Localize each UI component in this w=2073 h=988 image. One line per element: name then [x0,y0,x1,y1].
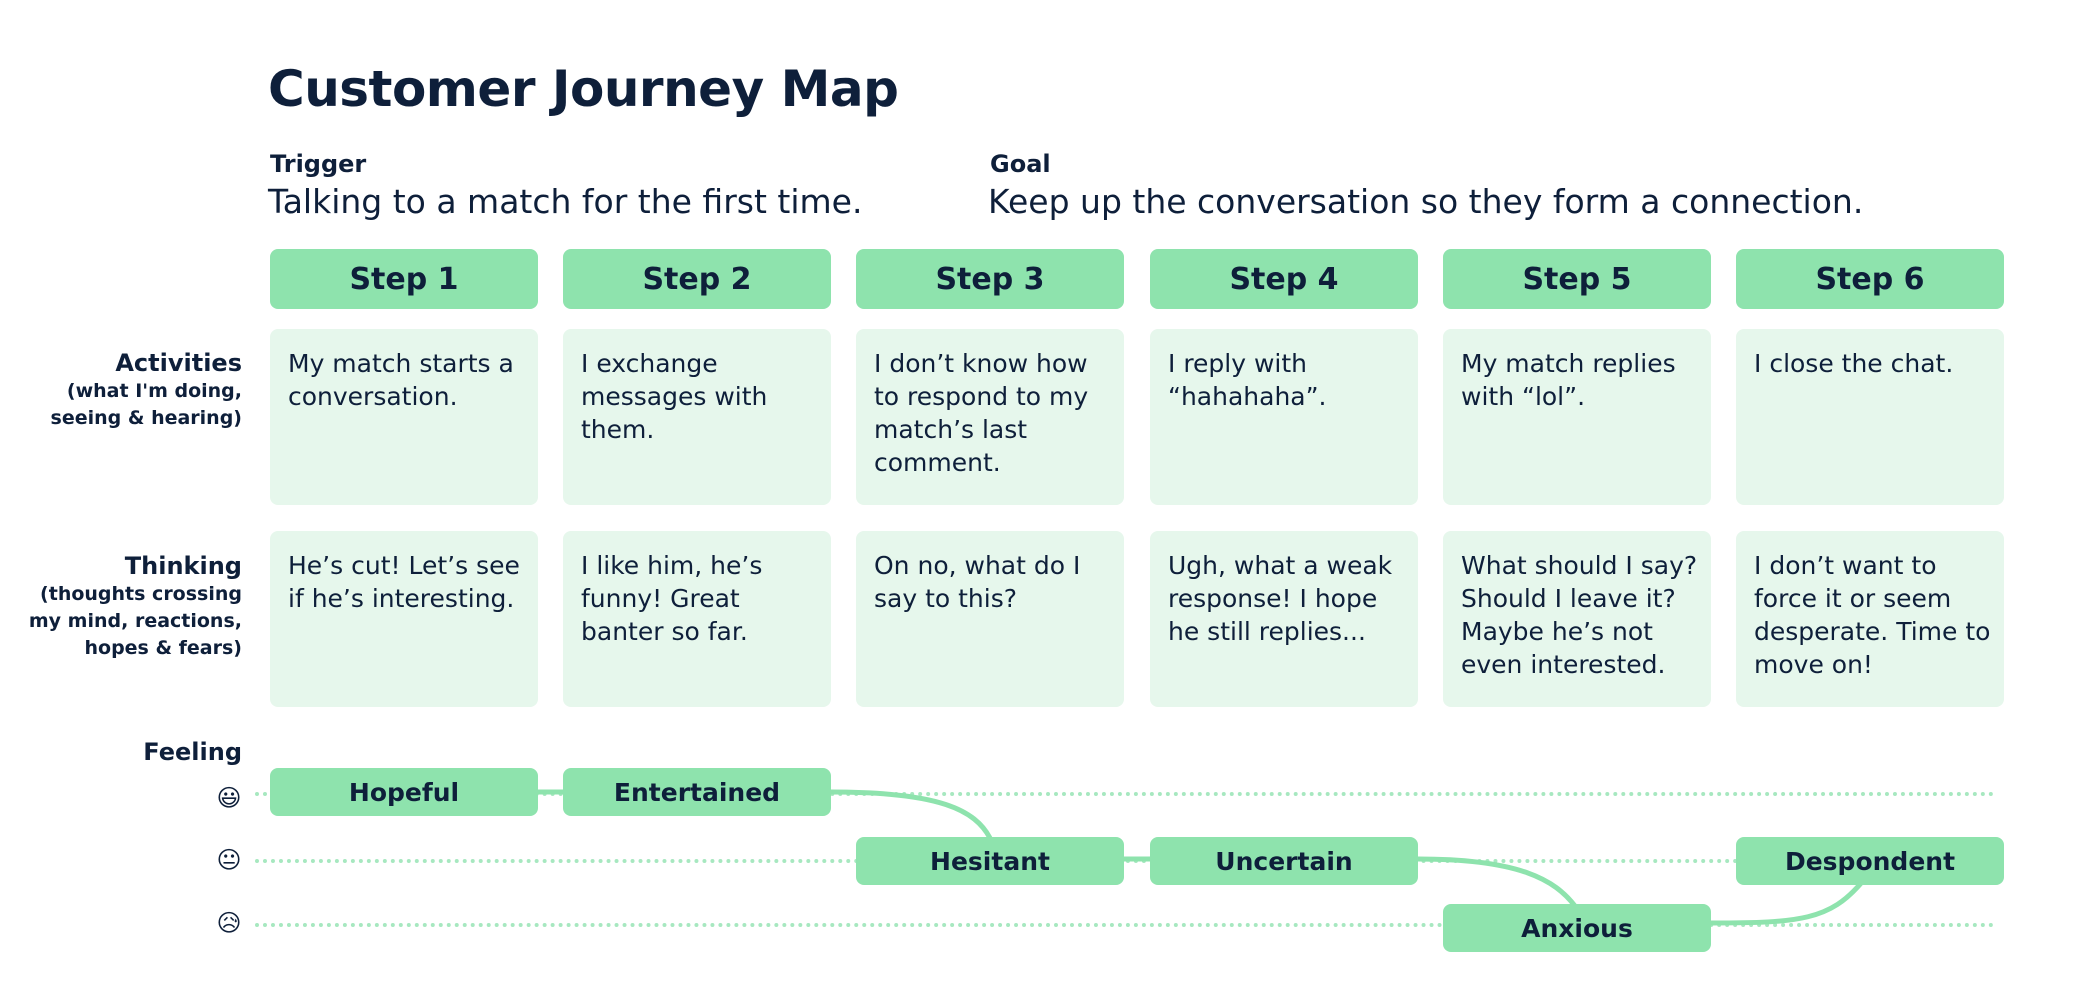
step-3-header: Step 3 [856,249,1124,309]
feeling-row-label: Feeling [143,737,242,767]
feeling-level-guide-1 [255,792,1995,796]
thinking-heading: Thinking [124,552,242,580]
step-1-header: Step 1 [270,249,538,309]
thinking-cell-5: What should I say? Should I leave it? Ma… [1443,531,1711,707]
activity-cell-5: My match replies with “lol”. [1443,329,1711,505]
activity-cell-1: My match starts a conversation. [270,329,538,505]
grinning-face-icon: 😃 [216,784,242,812]
thinking-cell-6: I don’t want to force it or seem despera… [1736,531,2004,707]
sad-sweat-face-icon: 😥 [216,909,242,937]
activities-sub-1: (what I'm doing, [66,380,242,402]
trigger-label: Trigger [270,150,367,178]
step-4-header: Step 4 [1150,249,1418,309]
neutral-face-icon: 😐 [216,846,242,874]
feeling-heading: Feeling [143,738,242,766]
goal-label: Goal [990,150,1051,178]
activity-cell-3: I don’t know how to respond to my match’… [856,329,1124,505]
activities-row-label: Activities (what I'm doing, seeing & hea… [51,348,242,432]
step-6-header: Step 6 [1736,249,2004,309]
activities-heading: Activities [115,349,242,377]
step-5-header: Step 5 [1443,249,1711,309]
activity-cell-4: I reply with “hahahaha”. [1150,329,1418,505]
goal-text: Keep up the conversation so they form a … [988,182,1864,221]
connector-5-6 [1710,880,1864,926]
page-title: Customer Journey Map [268,60,899,118]
feeling-entertained: Entertained [563,768,831,816]
feeling-hesitant: Hesitant [856,837,1124,885]
feeling-level-guide-3 [255,923,1995,927]
thinking-cell-4: Ugh, what a weak response! I hope he sti… [1150,531,1418,707]
connector-4-5 [1417,856,1577,908]
thinking-cell-1: He’s cut! Let’s see if he’s interesting. [270,531,538,707]
step-2-header: Step 2 [563,249,831,309]
activity-cell-6: I close the chat. [1736,329,2004,505]
feeling-despondent: Despondent [1736,837,2004,885]
trigger-text: Talking to a match for the first time. [268,182,863,221]
thinking-sub-1: (thoughts crossing [40,583,242,605]
feeling-uncertain: Uncertain [1150,837,1418,885]
activities-sub-2: seeing & hearing) [50,407,242,429]
feeling-anxious: Anxious [1443,904,1711,952]
feeling-hopeful: Hopeful [270,768,538,816]
connector-2-3 [830,789,993,840]
thinking-sub-2: my mind, reactions, [28,610,242,632]
thinking-cell-2: I like him, he’s funny! Great banter so … [563,531,831,707]
thinking-sub-3: hopes & fears) [84,637,242,659]
activity-cell-2: I exchange messages with them. [563,329,831,505]
thinking-cell-3: On no, what do I say to this? [856,531,1124,707]
thinking-row-label: Thinking (thoughts crossing my mind, rea… [29,551,242,662]
